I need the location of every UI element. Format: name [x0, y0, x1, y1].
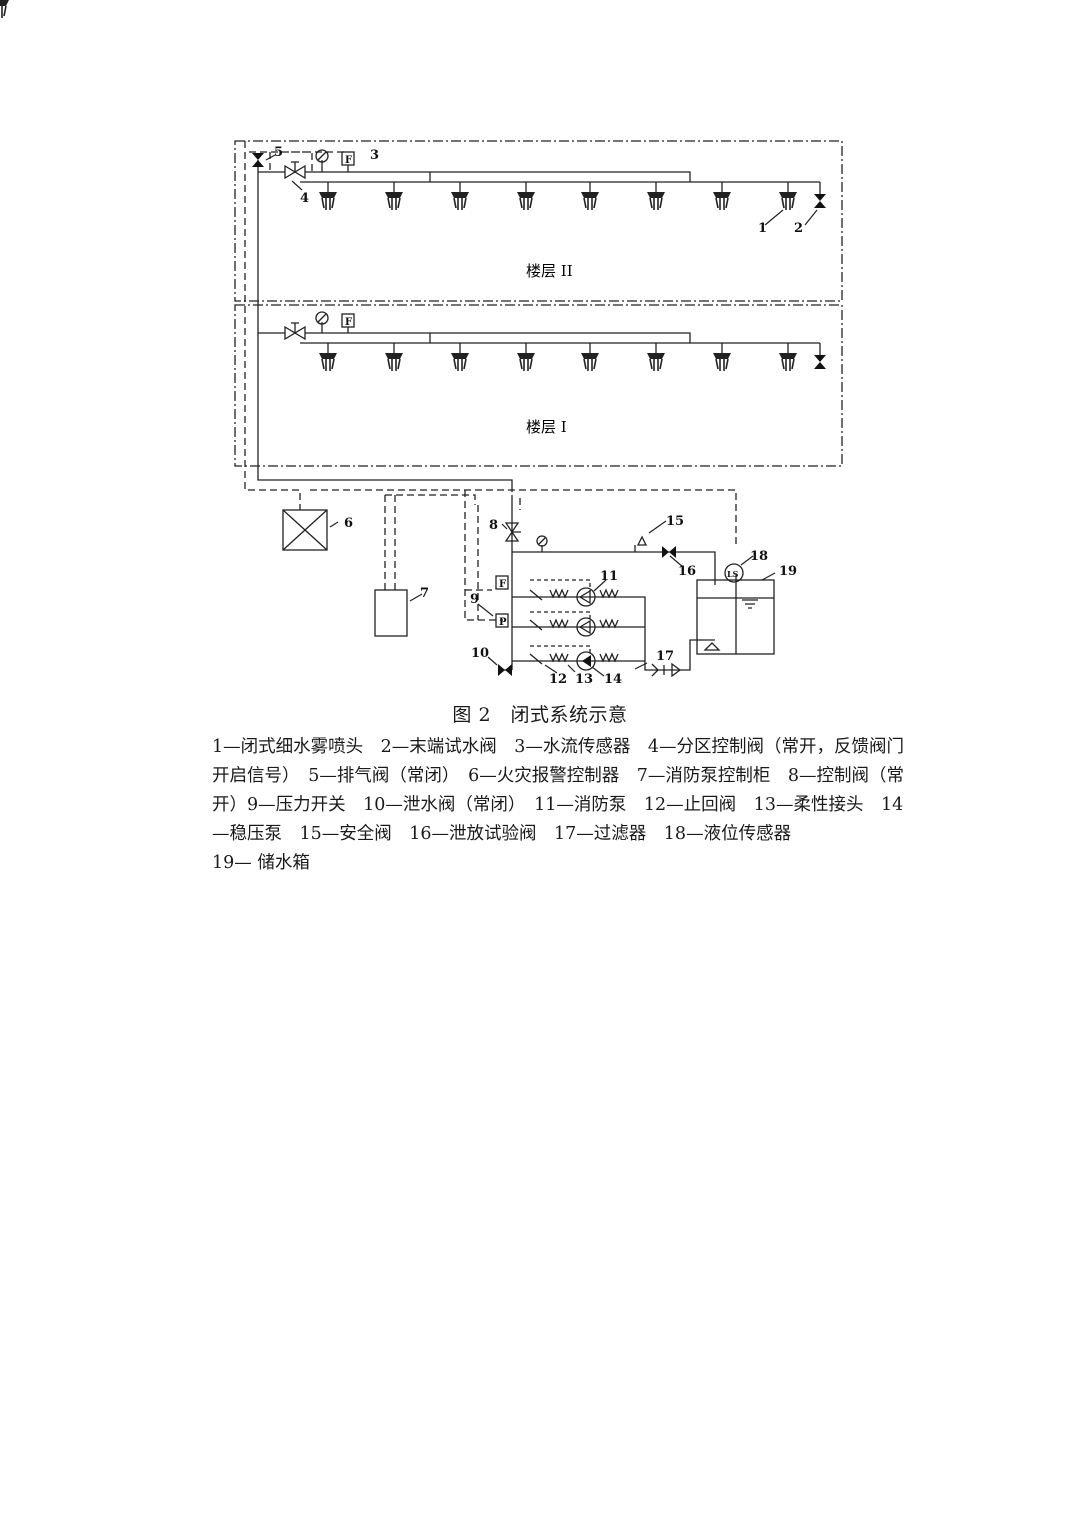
callout-10: 10 [471, 646, 489, 661]
callout-15: 15 [666, 514, 684, 529]
callout-9: 9 [470, 592, 479, 607]
fire-alarm-controller-6 [282, 509, 328, 551]
flow-sensor-letter: F [345, 317, 352, 328]
test-valve-16 [662, 546, 676, 558]
legend-line: 开启信号） 5—排气阀（常闭） 6—火灾报警控制器 7—消防泵控制柜 8—控制阀… [212, 766, 905, 786]
legend-line: —稳压泵 15—安全阀 16—泄放试验阀 17—过滤器 18—液位传感器 [212, 824, 792, 844]
callout-12: 12 [549, 672, 567, 687]
main-riser [257, 160, 513, 492]
legend-line: 1—闭式细水雾喷头 2—末端试水阀 3—水流传感器 4—分区控制阀（常开，反馈阀… [212, 737, 905, 757]
filter-17 [651, 662, 682, 678]
callout-13: 13 [575, 672, 593, 687]
callout-19: 19 [779, 564, 797, 579]
sprinkler-heads-floor-2 [0, 0, 798, 211]
callout-4: 4 [300, 191, 309, 206]
callout-6: 6 [344, 516, 353, 531]
callout-8: 8 [489, 518, 498, 533]
pressure-gauge-icon [315, 311, 329, 325]
control-valve-8 [504, 522, 521, 542]
floor-1-boundary [234, 304, 843, 467]
vent-valve-5 [252, 153, 264, 167]
pressure-gauge-icon [315, 149, 329, 163]
level-sensor-letter: LS [727, 569, 739, 579]
callout-5: 5 [274, 145, 283, 160]
zone-control-valve-floor1 [284, 322, 306, 341]
pressure-switch-letter: P [499, 617, 507, 628]
flow-sensor-3 [341, 151, 355, 166]
callout-7: 7 [420, 586, 429, 601]
flow-sensor-letter: F [345, 155, 352, 166]
sprinkler-heads-floor-1 [318, 352, 798, 372]
level-sensor-18 [724, 563, 744, 583]
flow-sensor-letter: F [499, 579, 506, 590]
test-valve-2 [814, 194, 826, 208]
callout-16: 16 [678, 564, 696, 579]
fire-pump-11 [576, 587, 596, 607]
safety-valve-15 [636, 535, 648, 546]
callout-11: 11 [600, 569, 618, 584]
callout-17: 17 [656, 649, 674, 664]
callout-14: 14 [604, 672, 622, 687]
jockey-pump-14 [576, 651, 596, 671]
floor-2-label: 楼层 II [526, 262, 573, 280]
pump-control-cabinet-7 [374, 589, 408, 637]
system-diagram: 5 3 4 1 2 6 7 8 9 10 11 12 13 14 15 16 1… [0, 0, 843, 687]
legend-line: 19— 储水箱 [212, 853, 310, 873]
fire-pump-11b [576, 617, 596, 637]
callout-1: 1 [758, 221, 767, 236]
callout-18: 18 [750, 549, 768, 564]
pressure-switch-9 [495, 613, 509, 628]
pressure-gauge-icon [536, 535, 548, 547]
callout-3: 3 [370, 148, 379, 163]
flow-sensor-floor1 [341, 313, 355, 328]
callout-2: 2 [794, 221, 803, 236]
flow-sensor-pump [495, 575, 509, 590]
zone-control-valve-4 [284, 161, 306, 180]
floor-1-label: 楼层 I [526, 418, 567, 436]
figure-caption: 图 2 闭式系统示意 [452, 704, 628, 726]
figure-legend: 1—闭式细水雾喷头 2—末端试水阀 3—水流传感器 4—分区控制阀（常开，反馈阀… [212, 733, 952, 878]
drain-valve-10 [498, 664, 512, 676]
test-valve-floor1 [814, 355, 826, 369]
floor-2-boundary [234, 140, 843, 302]
legend-line: 开）9—压力开关 10—泄水阀（常闭） 11—消防泵 12—止回阀 13—柔性接… [212, 795, 904, 815]
